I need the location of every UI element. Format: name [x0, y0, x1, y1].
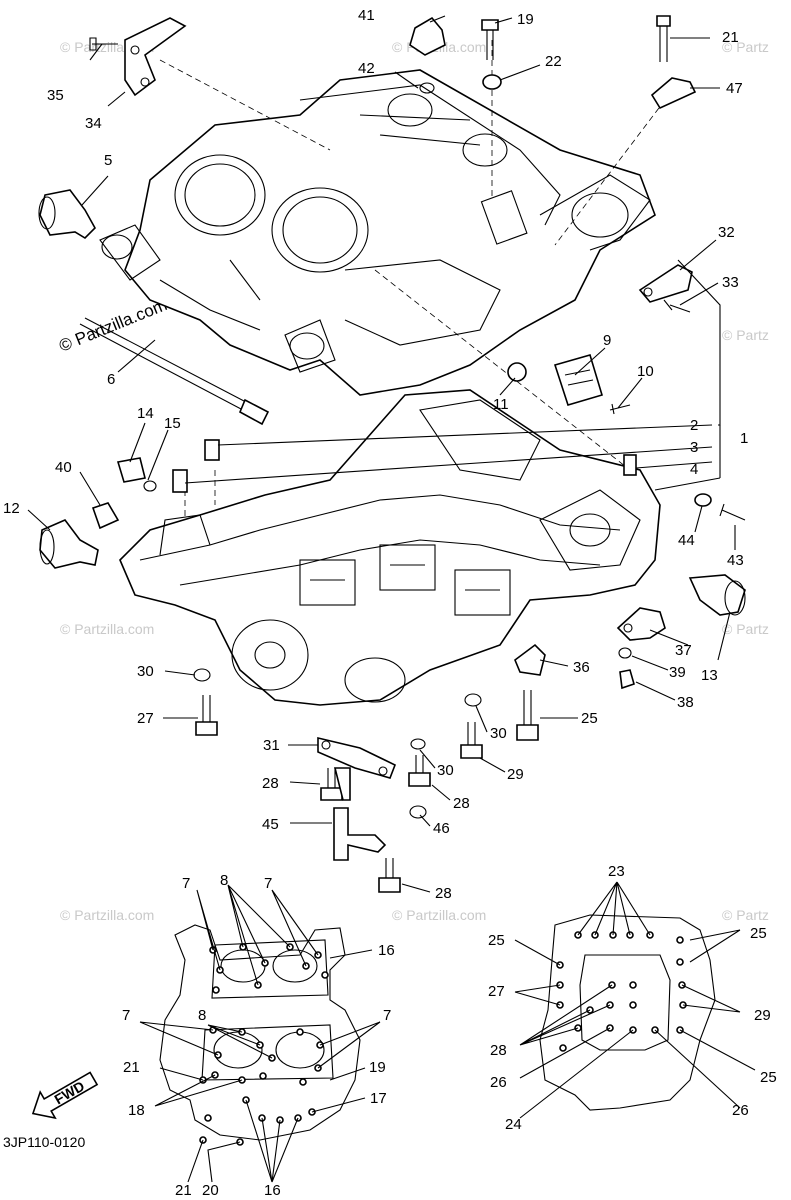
- watermark: © Partzilla.com: [60, 621, 154, 637]
- callout: 36: [573, 659, 590, 676]
- callout: 40: [55, 459, 72, 476]
- callout: 12: [3, 500, 20, 517]
- callout: 19: [369, 1059, 386, 1076]
- callout: 31: [263, 737, 280, 754]
- callout: 5: [104, 152, 112, 169]
- small-parts: [38, 15, 746, 893]
- callout: 7: [122, 1007, 130, 1024]
- callout: 43: [727, 552, 744, 569]
- callout: 32: [718, 224, 735, 241]
- callout: 28: [262, 775, 279, 792]
- bolt-hole-markers: [556, 931, 687, 1052]
- bolt-hole-markers: [199, 943, 329, 1146]
- callout: 19: [517, 11, 534, 28]
- callout: 46: [433, 820, 450, 837]
- callout: 7: [383, 1007, 391, 1024]
- callout: 21: [175, 1182, 192, 1199]
- callout: 47: [726, 80, 743, 97]
- callout: 37: [675, 642, 692, 659]
- callout: 7: [264, 875, 272, 892]
- callout: 24: [505, 1116, 522, 1133]
- upper-crankcase: [99, 69, 656, 396]
- watermark-main: © Partzilla.com: [56, 295, 169, 356]
- leader-lines: [27, 15, 736, 893]
- callout: 27: [488, 983, 505, 1000]
- callout: 2: [690, 417, 698, 434]
- callout: 8: [198, 1007, 206, 1024]
- watermark: © Partz: [722, 39, 769, 55]
- callout: 42: [358, 60, 375, 77]
- callout: 8: [220, 872, 228, 889]
- callout: 33: [722, 274, 739, 291]
- callout: 4: [690, 461, 698, 478]
- callout: 28: [490, 1042, 507, 1059]
- watermark: © Partzilla.com: [60, 907, 154, 923]
- callout: 34: [85, 115, 102, 132]
- callout: 38: [677, 694, 694, 711]
- watermark: © Partzilla.com: [392, 907, 486, 923]
- callout-labels: 41 19 21 35 34 42 22 47 5 32 33 6 9 10 1…: [3, 7, 777, 1199]
- callout: 17: [370, 1090, 387, 1107]
- callout: 25: [488, 932, 505, 949]
- watermark: © Partz: [722, 327, 769, 343]
- callout: 23: [608, 863, 625, 880]
- lower-crankcase: [119, 389, 661, 706]
- callout: 13: [701, 667, 718, 684]
- callout: 9: [603, 332, 611, 349]
- callout: 44: [678, 532, 695, 549]
- callout: 25: [760, 1069, 777, 1086]
- assembly-lines: [159, 40, 666, 520]
- callout: 35: [47, 87, 64, 104]
- diagram-code: 3JP110-0120: [3, 1134, 85, 1150]
- callout: 16: [264, 1182, 281, 1199]
- callout: 21: [123, 1059, 140, 1076]
- callout: 30: [437, 762, 454, 779]
- callout: 28: [435, 885, 452, 902]
- watermark: © Partz: [722, 907, 769, 923]
- callout: 30: [490, 725, 507, 742]
- callout: 29: [754, 1007, 771, 1024]
- callout: 26: [732, 1102, 749, 1119]
- callout: 26: [490, 1074, 507, 1091]
- callout: 21: [722, 29, 739, 46]
- callout: 22: [545, 53, 562, 70]
- watermark: © Partz: [722, 621, 769, 637]
- callout: 25: [581, 710, 598, 727]
- callout: 15: [164, 415, 181, 432]
- callout: 27: [137, 710, 154, 727]
- lower-case-bolt-pattern: [514, 881, 756, 1119]
- callout: 20: [202, 1182, 219, 1199]
- callout: 45: [262, 816, 279, 833]
- callout: 41: [358, 7, 375, 24]
- fwd-arrow-icon: FWD: [31, 1071, 99, 1120]
- callout: 14: [137, 405, 154, 422]
- upper-case-bolt-pattern: [139, 884, 381, 1183]
- callout: 11: [493, 396, 509, 413]
- callout: 25: [750, 925, 767, 942]
- callout: 28: [453, 795, 470, 812]
- callout: 7: [182, 875, 190, 892]
- callout: 10: [637, 363, 654, 380]
- callout: 39: [669, 664, 686, 681]
- callout: 29: [507, 766, 524, 783]
- callout: 6: [107, 371, 115, 388]
- callout: 16: [378, 942, 395, 959]
- callout: 1: [740, 430, 748, 447]
- callout: 30: [137, 663, 154, 680]
- callout: 3: [690, 439, 698, 456]
- callout: 18: [128, 1102, 145, 1119]
